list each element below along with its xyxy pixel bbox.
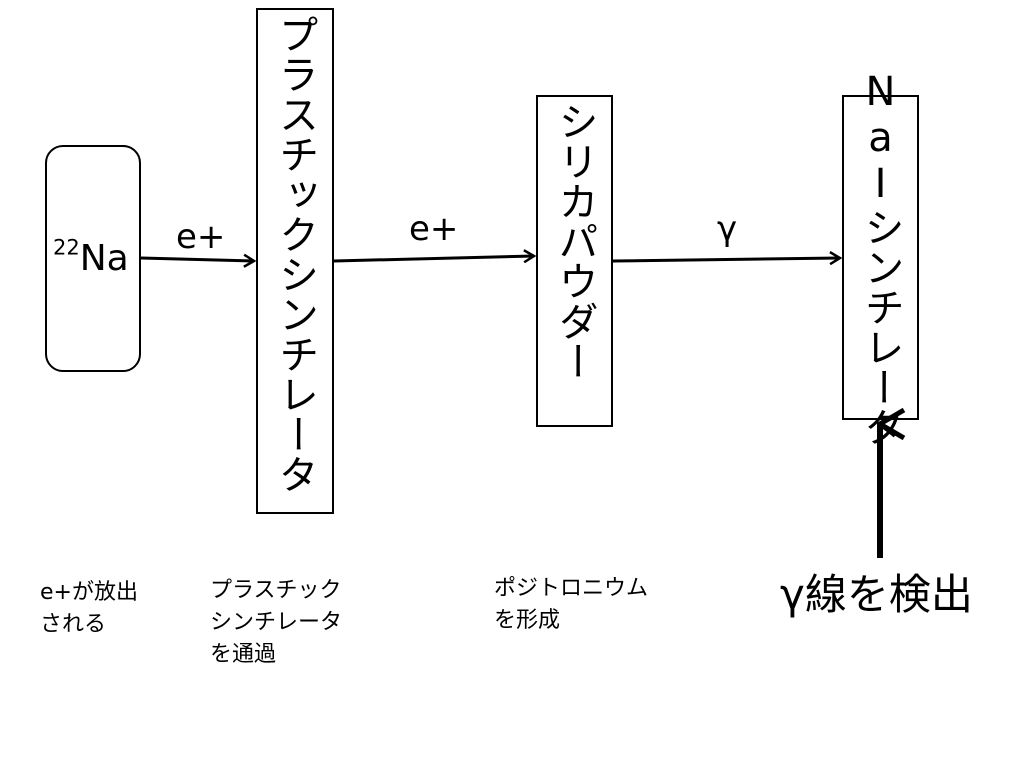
isotope-mass-number: 22 [53,235,80,260]
nai-scintillator-box: NaIシンチレータ [842,68,919,447]
na22-source-box: 22Na [45,145,141,372]
plastic-scintillator-box: プラスチックシンチレータ [256,8,334,514]
plastic-scintillator-label: プラスチックシンチレータ [272,14,318,494]
caption-form-positronium: ポジトロニウム を形成 [494,576,649,633]
nai-scintillator-label: NaIシンチレータ [857,68,904,447]
arrow-source-to-plastic [140,258,254,261]
na22-source-label: 22Na [53,237,129,279]
silica-powder-box: シリカパウダー [536,95,613,427]
arrow-label-gamma: γ [717,209,738,249]
arrow-plastic-to-silica [333,256,534,261]
arrow-label-positron-2: e+ [409,209,459,249]
arrow-silica-to-nai [612,258,840,261]
caption-pass-plastic: プラスチック シンチレータ を通過 [210,578,343,667]
silica-powder-label: シリカパウダー [551,101,598,381]
arrow-label-positron-1: e+ [176,217,226,257]
caption-positron-emitted: e+が放出 される [40,580,138,637]
element-symbol: Na [79,238,129,279]
caption-detect-gamma: γ線を検出 [780,570,973,619]
